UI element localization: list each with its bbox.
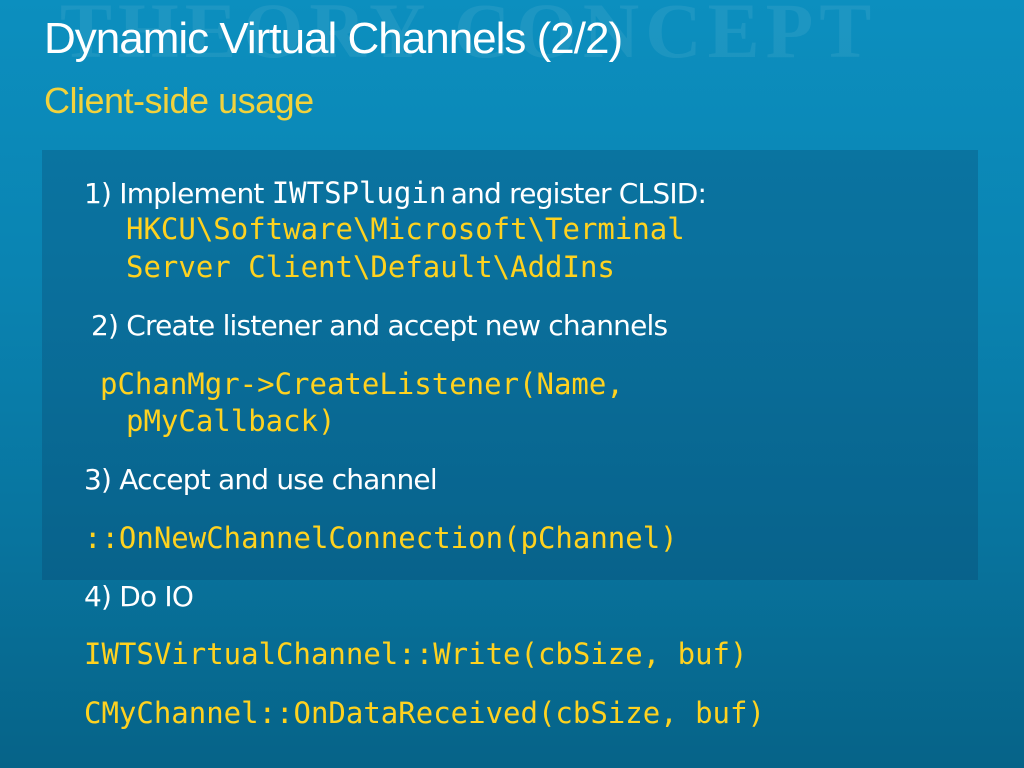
step-3-code: ::OnNewChannelConnection(pChannel)	[84, 521, 678, 555]
registry-path-line-1: HKCU\Software\Microsoft\Terminal	[126, 212, 685, 246]
step-1-interface-code: IWTSPlugin	[271, 176, 447, 210]
step-1-line: 1) Implement IWTSPlugin and register CLS…	[84, 176, 707, 210]
step-2-code-line-1: pChanMgr->CreateListener(Name,	[100, 367, 624, 401]
slide-title: Dynamic Virtual Channels (2/2)	[44, 14, 623, 63]
slide-subtitle: Client-side usage	[44, 80, 314, 121]
step-4-code-line-2: CMyChannel::OnDataReceived(cbSize, buf)	[84, 696, 765, 730]
step-1-suffix: and register CLSID:	[450, 177, 707, 210]
watermark-text: THEORY CONCEPT	[60, 0, 878, 74]
step-1-prefix: 1) Implement	[84, 177, 272, 210]
content-panel	[42, 150, 978, 580]
step-4-code-line-1: IWTSVirtualChannel::Write(cbSize, buf)	[84, 637, 748, 671]
step-3-text: 3) Accept and use channel	[84, 463, 438, 496]
step-4-text: 4) Do IO	[84, 580, 194, 613]
registry-path-line-2: Server Client\Default\AddIns	[126, 250, 615, 284]
step-2-text: 2) Create listener and accept new channe…	[91, 309, 668, 342]
step-2-code-line-2: pMyCallback)	[126, 404, 336, 438]
